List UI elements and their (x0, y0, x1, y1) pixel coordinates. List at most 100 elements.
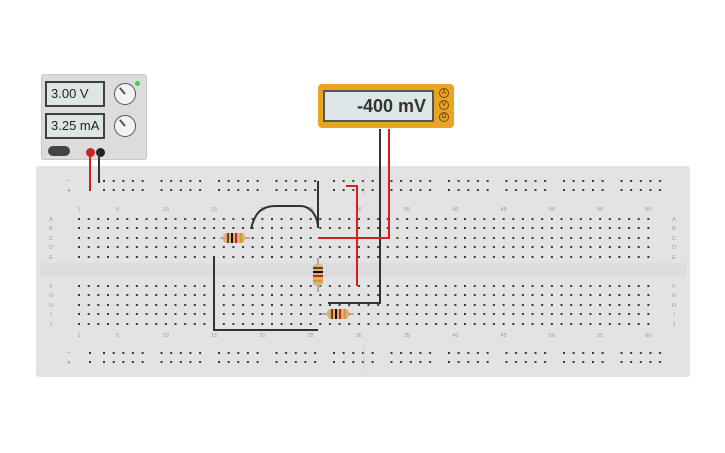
breadboard-hole[interactable] (464, 323, 466, 325)
rail-hole[interactable] (649, 189, 652, 191)
rail-hole[interactable] (400, 361, 403, 363)
rail-hole[interactable] (189, 361, 192, 363)
rail-hole[interactable] (582, 180, 585, 182)
rail-hole[interactable] (630, 180, 633, 182)
breadboard-hole[interactable] (647, 285, 650, 287)
breadboard-hole[interactable] (203, 218, 206, 220)
rail-hole[interactable] (390, 361, 393, 363)
breadboard-hole[interactable] (193, 313, 196, 315)
rail-hole[interactable] (563, 361, 565, 363)
breadboard-hole[interactable] (396, 304, 399, 306)
breadboard-hole[interactable] (97, 285, 100, 287)
breadboard-hole[interactable] (608, 323, 611, 325)
breadboard-hole[interactable] (647, 323, 650, 325)
breadboard-hole[interactable] (570, 237, 573, 239)
rail-hole[interactable] (582, 352, 585, 354)
breadboard-hole[interactable] (193, 256, 196, 258)
rail-hole[interactable] (361, 189, 364, 191)
breadboard-hole[interactable] (135, 304, 138, 306)
breadboard-hole[interactable] (126, 285, 129, 287)
breadboard-hole[interactable] (271, 294, 273, 296)
rail-hole[interactable] (352, 189, 355, 191)
rail-hole[interactable] (476, 352, 479, 354)
breadboard-hole[interactable] (232, 227, 235, 229)
breadboard-hole[interactable] (107, 313, 109, 315)
breadboard-hole[interactable] (300, 256, 302, 258)
breadboard-hole[interactable] (618, 294, 621, 296)
breadboard-hole[interactable] (203, 304, 206, 306)
breadboard-hole[interactable] (164, 237, 167, 239)
rail-hole[interactable] (304, 180, 307, 182)
breadboard-hole[interactable] (338, 294, 341, 296)
rail-hole[interactable] (582, 189, 585, 191)
breadboard-hole[interactable] (338, 227, 341, 229)
breadboard-hole[interactable] (608, 304, 611, 306)
breadboard-hole[interactable] (251, 227, 254, 229)
breadboard-hole[interactable] (78, 313, 80, 315)
rail-hole[interactable] (572, 189, 575, 191)
breadboard-hole[interactable] (464, 227, 466, 229)
breadboard-hole[interactable] (87, 256, 90, 258)
rail-hole[interactable] (409, 180, 412, 182)
rail-hole[interactable] (170, 352, 173, 354)
rail-hole[interactable] (333, 361, 335, 363)
breadboard-hole[interactable] (145, 227, 148, 229)
breadboard-hole[interactable] (502, 246, 505, 248)
voltage-knob[interactable] (114, 83, 136, 105)
rail-hole[interactable] (227, 361, 230, 363)
rail-hole[interactable] (256, 361, 259, 363)
red-jumper-wire[interactable] (346, 185, 358, 286)
rail-hole[interactable] (457, 189, 460, 191)
breadboard-hole[interactable] (473, 237, 476, 239)
breadboard-hole[interactable] (135, 246, 138, 248)
breadboard-hole[interactable] (386, 304, 389, 306)
breadboard-hole[interactable] (560, 227, 563, 229)
breadboard-hole[interactable] (502, 294, 505, 296)
breadboard-hole[interactable] (280, 256, 283, 258)
rail-hole[interactable] (649, 180, 652, 182)
breadboard-hole[interactable] (348, 285, 351, 287)
rail-hole[interactable] (620, 189, 623, 191)
breadboard-hole[interactable] (415, 237, 418, 239)
breadboard-hole[interactable] (184, 313, 187, 315)
breadboard-hole[interactable] (232, 285, 235, 287)
breadboard-hole[interactable] (328, 304, 331, 306)
rail-hole[interactable] (112, 189, 115, 191)
rail-hole[interactable] (429, 180, 432, 182)
rail-hole[interactable] (218, 180, 220, 182)
breadboard-hole[interactable] (531, 227, 534, 229)
rail-hole[interactable] (467, 189, 470, 191)
rail-hole[interactable] (333, 189, 335, 191)
rail-hole[interactable] (189, 189, 192, 191)
breadboard-hole[interactable] (464, 218, 466, 220)
breadboard-hole[interactable] (155, 304, 158, 306)
resistor-r2[interactable] (313, 258, 323, 292)
breadboard-hole[interactable] (261, 304, 264, 306)
breadboard-hole[interactable] (126, 313, 129, 315)
rail-hole[interactable] (544, 361, 547, 363)
rail-hole[interactable] (409, 352, 412, 354)
breadboard-hole[interactable] (271, 285, 273, 287)
breadboard-hole[interactable] (628, 237, 631, 239)
breadboard-hole[interactable] (280, 237, 283, 239)
breadboard-hole[interactable] (290, 285, 293, 287)
rail-hole[interactable] (505, 180, 508, 182)
breadboard-hole[interactable] (512, 285, 515, 287)
breadboard-hole[interactable] (193, 294, 196, 296)
breadboard-hole[interactable] (97, 246, 100, 248)
breadboard-hole[interactable] (550, 313, 553, 315)
breadboard-hole[interactable] (637, 323, 640, 325)
breadboard-hole[interactable] (628, 304, 631, 306)
breadboard-hole[interactable] (483, 218, 486, 220)
breadboard-hole[interactable] (222, 285, 225, 287)
breadboard-hole[interactable] (579, 304, 582, 306)
breadboard-hole[interactable] (116, 218, 119, 220)
breadboard-hole[interactable] (145, 294, 148, 296)
breadboard-hole[interactable] (473, 313, 476, 315)
breadboard-hole[interactable] (222, 294, 225, 296)
rail-hole[interactable] (160, 361, 163, 363)
breadboard-hole[interactable] (193, 323, 196, 325)
breadboard-hole[interactable] (570, 218, 573, 220)
breadboard-hole[interactable] (415, 227, 418, 229)
rail-hole[interactable] (371, 180, 374, 182)
